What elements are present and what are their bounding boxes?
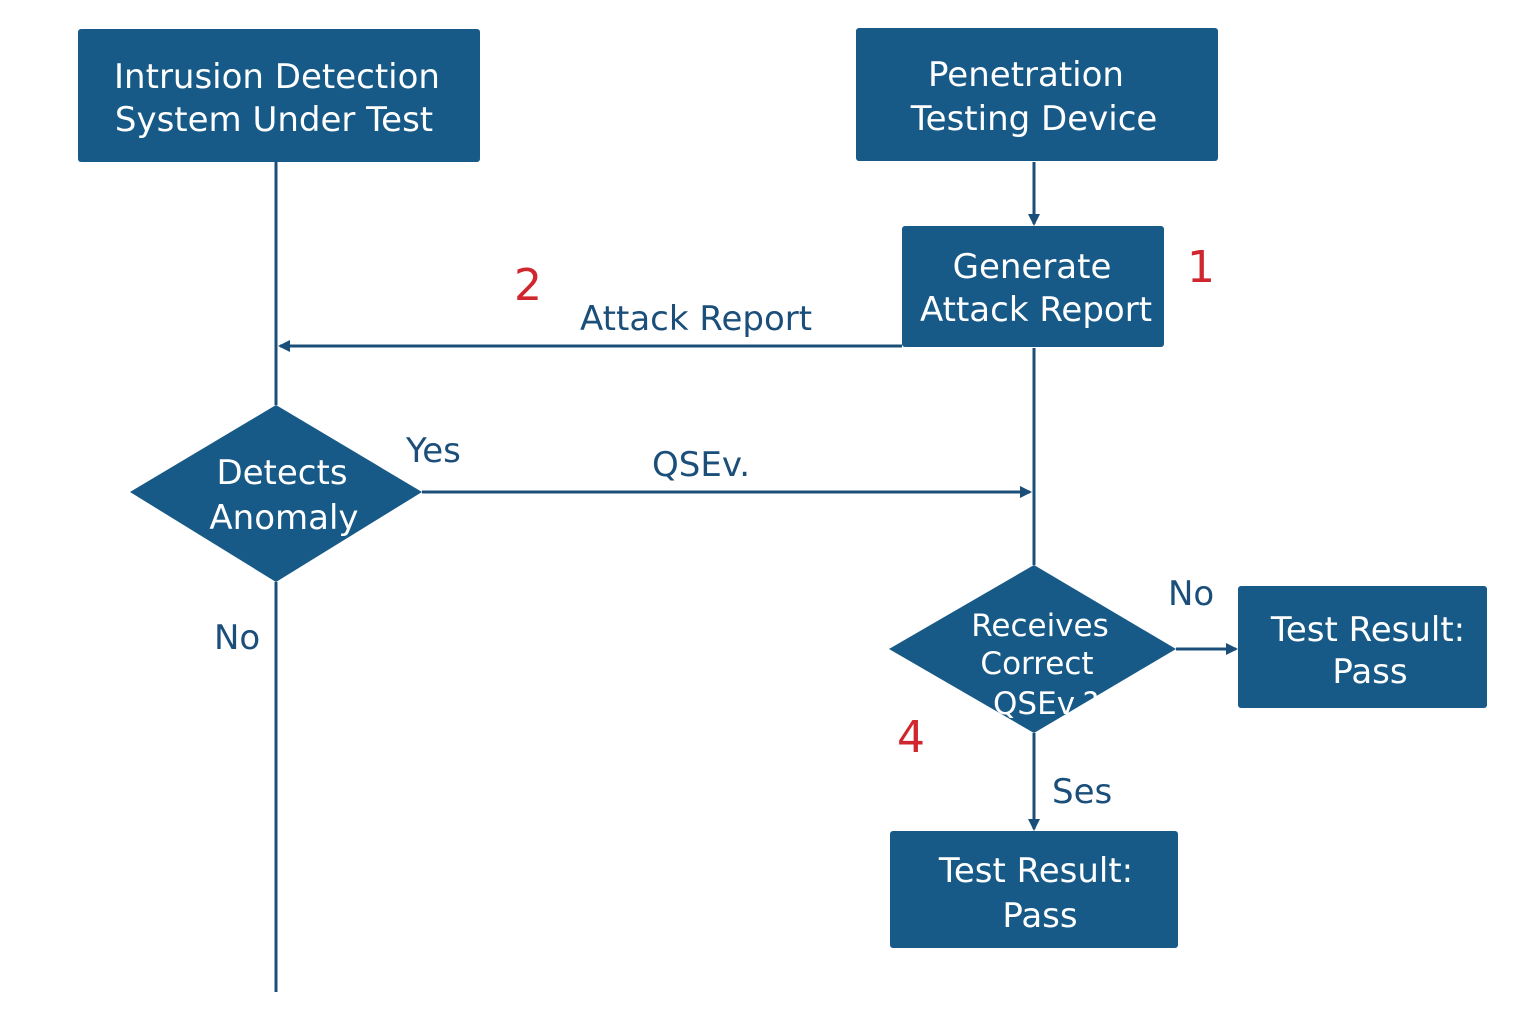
result-bottom-line1: Test Result: [938,851,1133,891]
test-result-right-box: Test Result: Pass [1238,586,1487,708]
detects-line2: Anomaly [209,498,358,538]
no-right-label: No [1168,574,1214,614]
result-bottom-line2: Pass [1002,896,1077,936]
generate-line2: Attack Report [920,290,1152,330]
yes-label: Yes [405,431,461,471]
pen-device-box: Penetration Testing Device [856,28,1218,161]
receives-line1: Receives [971,608,1109,644]
receives-line2: Correct [980,646,1093,682]
attack-report-label: Attack Report [580,299,812,339]
step-number-2: 2 [514,260,542,311]
ids-box-line1: Intrusion Detection [114,57,440,97]
ses-label: Ses [1052,772,1112,812]
ids-box-line2: System Under Test [115,100,433,140]
generate-attack-report-box: Generate Attack Report [902,226,1164,347]
receives-line3: QSEv.? [993,686,1099,722]
result-right-line1: Test Result: [1270,610,1465,650]
step-number-1: 1 [1187,242,1215,293]
no-left-label: No [214,618,260,658]
pen-device-line2: Testing Device [910,99,1158,139]
detects-line1: Detects [216,453,347,493]
receives-correct-diamond: Receives Correct QSEv.? [889,565,1176,733]
test-result-bottom-box: Test Result: Pass [890,831,1178,948]
step-number-4: 4 [897,712,925,763]
generate-line1: Generate [953,247,1112,287]
detects-anomaly-diamond: Detects Anomaly [130,405,422,582]
ids-box: Intrusion Detection System Under Test [78,29,480,162]
result-right-line2: Pass [1332,652,1407,692]
qsev-label: QSEv. [652,445,750,485]
pen-device-line1: Penetration [928,55,1124,95]
